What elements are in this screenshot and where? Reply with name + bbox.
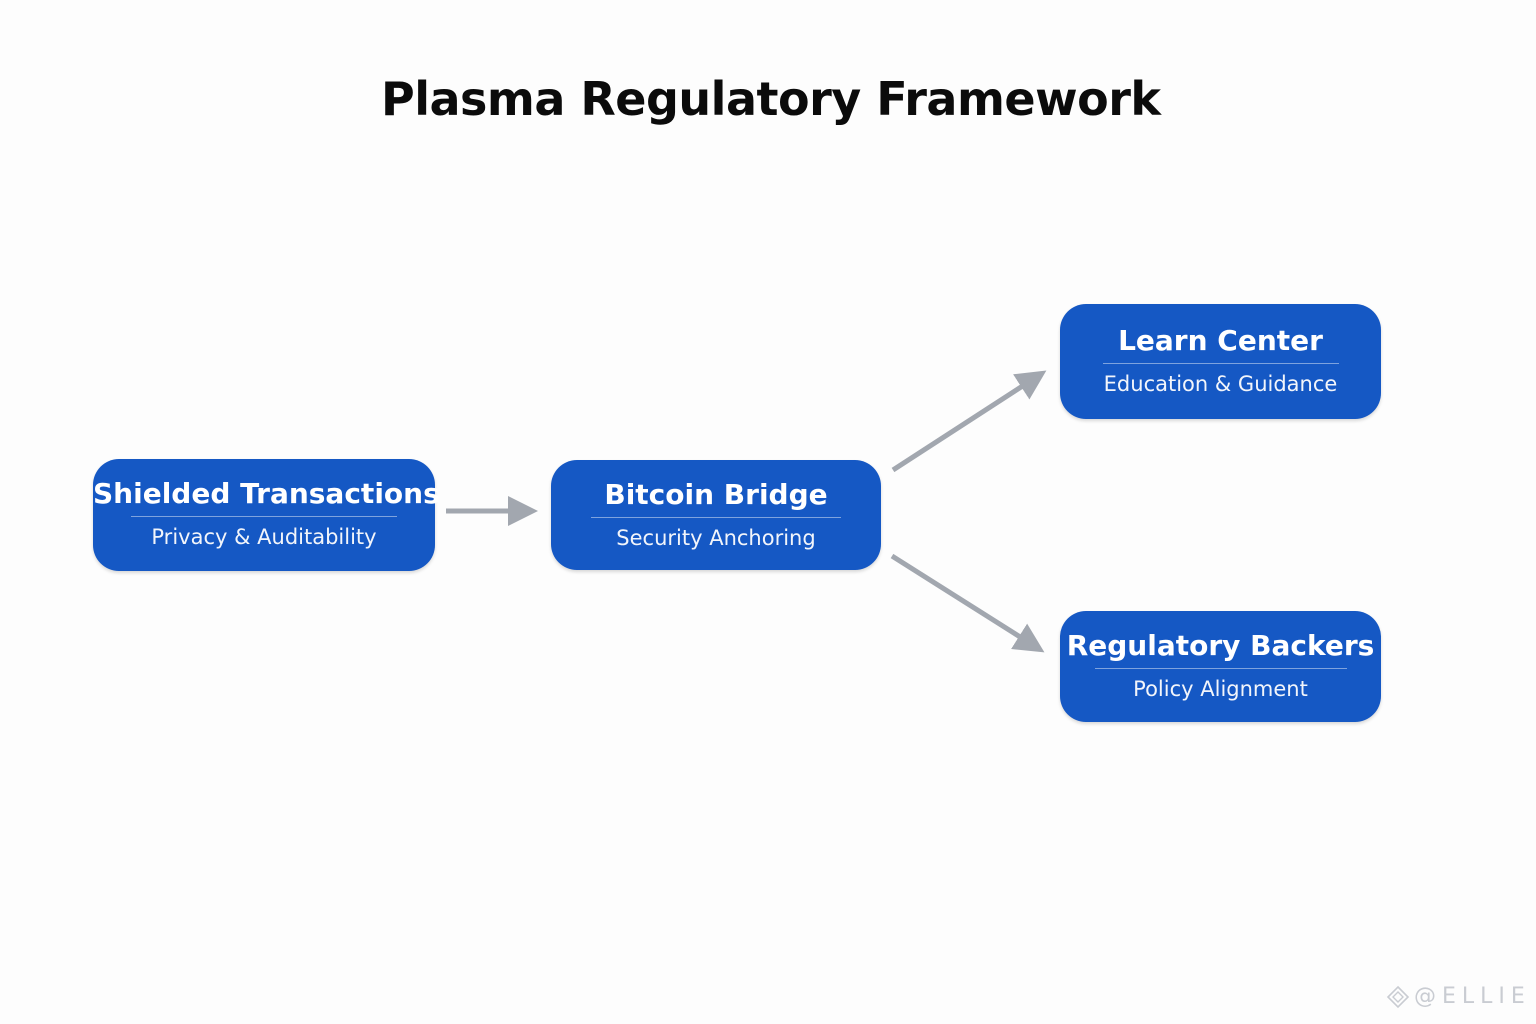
node-learn-center[interactable]: Learn Center Education & Guidance bbox=[1060, 304, 1381, 419]
node-subtitle: Education & Guidance bbox=[1103, 372, 1338, 396]
arrow-bridge-to-learn bbox=[891, 370, 1047, 473]
diagram-title: Plasma Regulatory Framework bbox=[381, 72, 1161, 126]
node-regulatory-backers[interactable]: Regulatory Backers Policy Alignment bbox=[1060, 611, 1381, 722]
node-title: Regulatory Backers bbox=[1066, 629, 1375, 662]
arrow-bridge-to-backers bbox=[890, 553, 1045, 653]
node-divider bbox=[591, 517, 841, 518]
node-divider bbox=[1094, 668, 1347, 669]
node-title: Bitcoin Bridge bbox=[604, 478, 828, 511]
node-divider bbox=[131, 516, 397, 517]
node-shielded-transactions[interactable]: Shielded Transactions Privacy & Auditabi… bbox=[93, 459, 440, 571]
diamond-logo-icon bbox=[1386, 985, 1410, 1008]
node-bitcoin-bridge[interactable]: Bitcoin Bridge Security Anchoring bbox=[551, 460, 881, 570]
node-title: Learn Center bbox=[1118, 324, 1323, 357]
node-subtitle: Privacy & Auditability bbox=[151, 525, 377, 549]
node-title: Shielded Transactions bbox=[93, 477, 440, 510]
node-divider bbox=[1102, 363, 1339, 364]
node-subtitle: Policy Alignment bbox=[1133, 677, 1308, 701]
watermark: @ELLIE bbox=[1386, 984, 1531, 1009]
watermark-text: @ELLIE bbox=[1414, 984, 1531, 1009]
node-subtitle: Security Anchoring bbox=[616, 526, 816, 550]
